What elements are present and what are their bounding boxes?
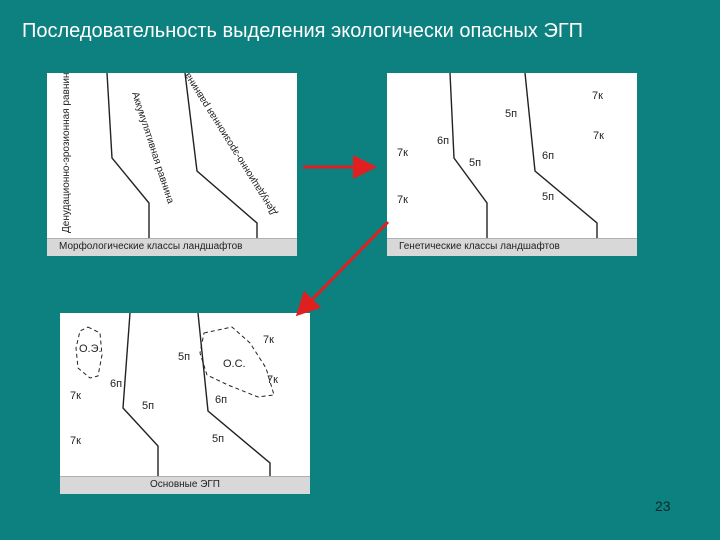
class-label: 5п: [469, 157, 481, 169]
morphology-map: Денудационно-эрозионная равнина Аккумуля…: [61, 73, 280, 239]
class-label: 7к: [397, 194, 408, 206]
class-label: 7к: [592, 90, 603, 102]
zone-label-left: Денудационно-эрозионная равнина: [61, 73, 72, 233]
class-label: 6п: [437, 135, 449, 147]
boundary-line: [449, 73, 488, 239]
morphology-panel: Денудационно-эрозионная равнина Аккумуля…: [47, 73, 297, 256]
class-label: 7к: [70, 390, 81, 402]
erosion-zone-outline: [75, 326, 103, 379]
main-panel: О.Э. О.С. 7к 5п 7к 6п 6п 7к 5п 7к 5п Осн…: [60, 313, 310, 494]
genetic-caption: Генетические классы ландшафтов: [387, 238, 637, 256]
genetic-map: 7к 5п 7к 6п 6п 7к 5п 7к 5п: [397, 73, 604, 239]
boundary-line: [184, 73, 258, 239]
slide-title: Последовательность выделения экологическ…: [22, 20, 584, 42]
class-label: 5п: [505, 108, 517, 120]
class-label: 5п: [142, 400, 154, 412]
class-label: 6п: [542, 150, 554, 162]
class-label: 5п: [212, 433, 224, 445]
boundary-line: [106, 73, 150, 239]
page-number: 23: [655, 498, 671, 514]
erosion-zone-label: О.Э.: [79, 343, 102, 355]
main-map: О.Э. О.С. 7к 5п 7к 6п 6п 7к 5п 7к 5п: [70, 313, 278, 478]
landslide-zone-label: О.С.: [223, 358, 246, 370]
class-label: 7к: [267, 374, 278, 386]
boundary-line: [197, 313, 271, 478]
class-label: 6п: [110, 378, 122, 390]
genetic-panel: 7к 5п 7к 6п 6п 7к 5п 7к 5п Генетические …: [387, 73, 637, 256]
class-label: 7к: [397, 147, 408, 159]
main-caption: Основные ЭГП: [60, 476, 310, 494]
arrow-down-left: [295, 220, 390, 317]
class-label: 7к: [70, 435, 81, 447]
class-label: 5п: [178, 351, 190, 363]
class-label: 7к: [263, 334, 274, 346]
morphology-caption: Морфологические классы ландшафтов: [47, 238, 297, 256]
boundary-line: [122, 313, 159, 478]
class-label: 5п: [542, 191, 554, 203]
class-label: 7к: [593, 130, 604, 142]
class-label: 6п: [215, 394, 227, 406]
boundary-line: [524, 73, 598, 239]
